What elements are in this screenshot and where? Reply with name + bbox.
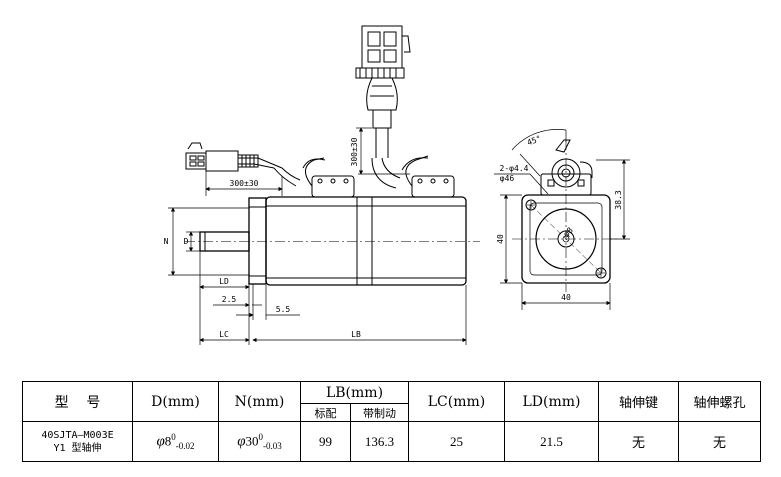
power-connector xyxy=(371,155,455,198)
d-phi: φ xyxy=(156,433,165,450)
side-dimensions xyxy=(168,127,467,345)
header-shaft-key: 轴伸键 xyxy=(598,381,679,422)
header-lb-standard: 标配 xyxy=(300,403,351,422)
cell-shaft-key: 无 xyxy=(598,421,679,462)
side-view xyxy=(168,25,480,345)
n-base: 30 xyxy=(245,433,259,449)
cell-model: 40SJTA—M003E Y1 型轴伸 xyxy=(22,421,133,462)
motor-body xyxy=(265,196,467,286)
dim-step-label: 5.5 xyxy=(276,305,291,314)
cell-lb-standard: 99 xyxy=(300,421,351,462)
dim-angle-label: 45° xyxy=(526,134,543,147)
encoder-connector xyxy=(273,157,355,198)
dim-lead1-label: 300±30 xyxy=(230,179,259,188)
mount-hole-2 xyxy=(595,267,607,279)
front-view xyxy=(494,129,630,310)
cell-d: φ80-0.02 xyxy=(132,421,219,462)
power-cable xyxy=(355,25,411,158)
header-ld: LD(mm) xyxy=(504,381,599,422)
header-d: D(mm) xyxy=(132,381,219,422)
d-base: 8 xyxy=(164,433,172,449)
header-lb-brake: 带制动 xyxy=(350,403,409,422)
dim-n-label: N xyxy=(164,237,169,246)
n-sub: -0.03 xyxy=(263,440,282,451)
n-sup: 0 xyxy=(258,432,264,443)
dim-cable-height-label: 38.3 xyxy=(614,190,623,209)
dim-d-label: D xyxy=(184,237,189,246)
spec-table: 型 号 D(mm) N(mm) LB(mm) LC(mm) LD(mm) 轴伸键… xyxy=(22,381,761,462)
dim-holes-label: 2-φ4.4 xyxy=(500,164,529,173)
cell-ld: 21.5 xyxy=(504,421,599,462)
dim-width-label: 40 xyxy=(561,293,571,302)
cell-lc: 25 xyxy=(408,421,505,462)
flange xyxy=(248,197,267,285)
dim-lc-label: LC xyxy=(219,330,229,339)
mount-hole-1 xyxy=(525,199,537,211)
dim-height-label: 40 xyxy=(496,234,505,244)
dim-ld-label: LD xyxy=(219,277,229,286)
d-sub: -0.02 xyxy=(175,440,195,451)
dim-pcd-label: φ46 xyxy=(500,174,515,183)
header-shaft-hole: 轴伸螺孔 xyxy=(678,381,761,422)
header-n: N(mm) xyxy=(218,381,301,422)
cell-shaft-hole: 无 xyxy=(678,421,761,462)
model-line-1: 40SJTA—M003E xyxy=(41,429,114,441)
motor-dimension-drawing: N D LD 2.5 5.5 LC LB 300±30 300±30 xyxy=(164,25,630,345)
dim-lb-label: LB xyxy=(351,330,361,339)
header-lc: LC(mm) xyxy=(408,381,505,422)
cell-n: φ300-0.03 xyxy=(218,421,301,462)
cell-lb-brake: 136.3 xyxy=(350,421,409,462)
dim-flange-label: 2.5 xyxy=(222,295,237,304)
header-lb: LB(mm) xyxy=(300,381,409,404)
table-row: 40SJTA—M003E Y1 型轴伸 φ80-0.02 φ300-0.03 9… xyxy=(22,421,761,462)
encoder-cable xyxy=(185,142,283,172)
model-line-2: Y1 型轴伸 xyxy=(53,442,102,454)
dim-lead2-label: 300±30 xyxy=(350,137,359,166)
d-sup: 0 xyxy=(171,432,176,443)
header-model: 型 号 xyxy=(22,381,133,422)
n-phi: φ xyxy=(237,433,246,450)
